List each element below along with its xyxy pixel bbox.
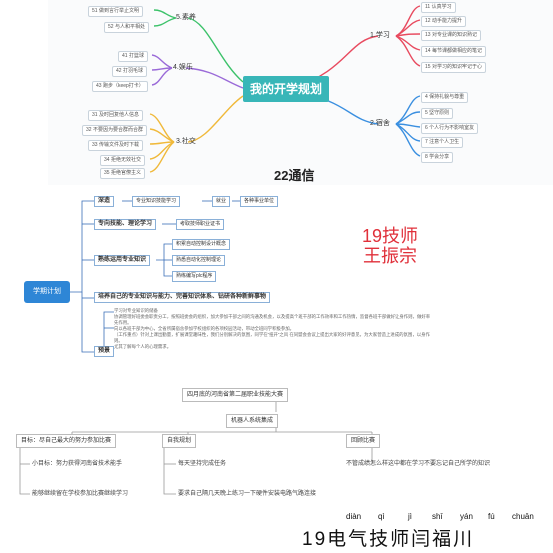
semester-plan-connectors <box>70 200 240 353</box>
outlook-line-3: 向以各班干部为中心，全省所属宿舍参加学校组织的各项校园活动，带动全班同学积极参加… <box>114 326 295 331</box>
semester-plan-panel: 学期计划 深造 专业知识技能学习 就业 各种事业单位 专向技能、理论学习 考取技… <box>22 188 442 368</box>
outlook-line-1: 学习对专业知识的储备 <box>114 308 158 313</box>
branch-social-label: 3.社交 <box>176 138 196 145</box>
review-item-1: 不管成绩怎么样这中都在学习不要忘记自己所学的知识 <box>346 461 491 467</box>
contest-project-node: 机器人系统集成 <box>226 414 279 428</box>
outlook-line-5: 尤其了解每个人的心理需求。 <box>114 344 172 349</box>
goal-item-2: 能够继续留在学校参加比赛继续学习 <box>32 491 129 497</box>
panel1-caption: 22通信 <box>274 168 315 183</box>
study-item-5: 15 对学习的知识牢记于心 <box>421 62 486 73</box>
social-item-3: 33 传输文件及时下载 <box>88 140 143 151</box>
skills-cert-node: 考取技师职业证书 <box>176 219 225 230</box>
deep-chain-1: 专业知识技能学习 <box>132 196 181 207</box>
pro-knowledge-node: 熟练运用专业知识 <box>94 255 151 266</box>
author-name: 王振宗 <box>363 246 417 266</box>
dorm-item-4: 7 注意个人卫生 <box>421 137 464 148</box>
fun-item-1: 41 打篮球 <box>118 51 148 62</box>
author-footer: diàn qì jì shī yán fú chuān 19电气技师闫福川 <box>300 512 550 552</box>
review-node: 回顾比赛 <box>346 434 381 448</box>
social-item-1: 31 及时回复他人信息 <box>88 110 143 121</box>
self-item-2: 要求自己隔几天晚上练习一下硬件安装电路气路连接 <box>178 491 317 497</box>
social-item-2: 32 不要因为要合群而合群 <box>82 125 147 136</box>
deep-study-node: 深造 <box>94 196 115 207</box>
author-footer-name: 19电气技师闫福川 <box>302 529 475 550</box>
mindmap-center-node: 我的开学规划 <box>243 76 329 102</box>
branch-dorm-label: 2.宿舍 <box>370 120 390 127</box>
quality-item-2: 52 与人和平相处 <box>104 22 149 33</box>
pinyin-1: diàn <box>346 512 362 521</box>
fun-item-2: 42 打羽毛球 <box>112 66 147 77</box>
dorm-item-5: 8 学会分享 <box>421 152 454 163</box>
cultivate-node: 培养自己的专业知识与能力、完善知识体系、钻研各种新鲜事物 <box>94 292 271 303</box>
dorm-item-1: 4 保持礼貌与尊重 <box>421 92 469 103</box>
deep-chain-2: 就业 <box>212 196 231 207</box>
competition-connectors <box>19 402 373 495</box>
pinyin-7: chuān <box>512 512 534 521</box>
outlook-line-4: （工作重点）针对上课出勤量，扩展课堂趣味性，我们分别解决的氛围，同学在“扭开”之… <box>114 332 430 343</box>
skills-node: 专向技能、理论学习 <box>94 219 157 230</box>
author-class: 19技师 <box>361 226 419 246</box>
pro-item-2: 熟悉自动化控制理论 <box>172 255 226 266</box>
deep-chain-3: 各种事业单位 <box>240 196 279 207</box>
pro-item-1: 积累自动控制设计概念 <box>172 239 231 250</box>
study-item-2: 12 动手能力提升 <box>421 16 466 27</box>
dorm-item-2: 5 坚守原则 <box>421 108 454 119</box>
contest-title-node: 四月底的河南省第二届职业技能大赛 <box>182 388 289 402</box>
pinyin-2: qì <box>378 512 385 521</box>
competition-plan-panel: 四月底的河南省第二届职业技能大赛 机器人系统集成 目标：尽自己最大的努力参加比赛… <box>0 378 553 508</box>
pro-item-3: 熟练编写plc程序 <box>172 271 217 282</box>
pinyin-5: yán <box>460 512 473 521</box>
quality-item-1: 51 做到言行举止文明 <box>88 6 143 17</box>
study-item-4: 14 每节课都做相应的笔记 <box>421 46 486 57</box>
goal-item-1: 小目标：努力获得河南省技术能手 <box>32 461 123 467</box>
self-item-1: 每天坚持完成任务 <box>178 461 227 467</box>
social-item-5: 35 拒绝官僚主义 <box>100 168 145 179</box>
dorm-item-3: 6 个人行为不影响室友 <box>421 123 479 134</box>
pinyin-4: shī <box>432 512 443 521</box>
fun-item-3: 43 跑步（keep打卡） <box>92 81 148 92</box>
pinyin-3: jì <box>408 512 412 521</box>
author-title: 19技师 王振宗 <box>340 226 440 266</box>
outlook-line-2: 协调管理好班委会职责分工，按照班委会的组织，加大参加干部之间的沟通及机会，以及提… <box>114 314 431 325</box>
goal-node: 目标：尽自己最大的努力参加比赛 <box>16 434 117 448</box>
self-plan-node: 自我规划 <box>162 434 197 448</box>
study-item-3: 13 对专业课的知识熟记 <box>421 30 481 41</box>
pinyin-6: fú <box>488 512 495 521</box>
mindmap-connectors <box>149 5 421 173</box>
social-item-4: 34 拒绝无效社交 <box>100 155 145 166</box>
mindmap-panel-start-plan: 我的开学规划 1.学习 11 认真学习 12 动手能力提升 13 对专业课的知识… <box>48 0 553 185</box>
branch-quality-label: 5.素养 <box>176 14 196 21</box>
outlook-text: 学习对专业知识的储备 协调管理好班委会职责分工，按照班委会的组织，加大参加干部之… <box>114 308 434 366</box>
outlook-node: 预景 <box>94 346 115 357</box>
study-item-1: 11 认真学习 <box>421 2 456 13</box>
branch-fun-label: 4.娱乐 <box>173 64 193 71</box>
branch-study-label: 1.学习 <box>370 32 390 39</box>
semester-plan-root: 学期计划 <box>24 281 70 303</box>
